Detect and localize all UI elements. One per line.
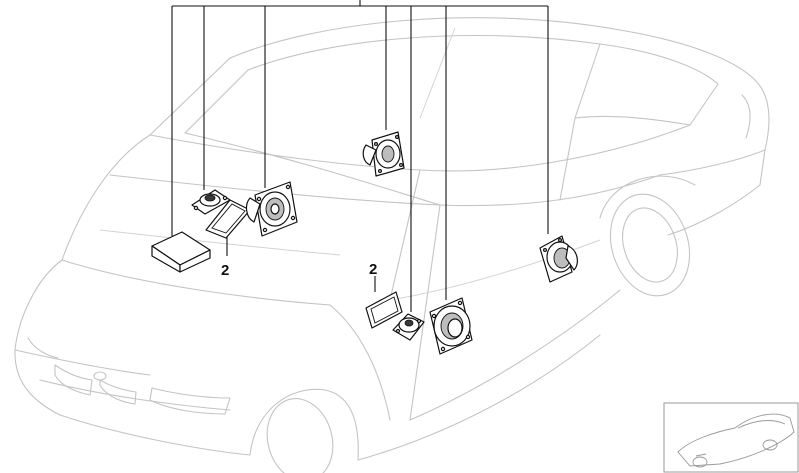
callout-gasket-front: 2	[221, 262, 229, 279]
leader-lines	[171, 0, 549, 312]
callout-gasket-rear: 2	[369, 261, 377, 278]
rear-shelf-speaker-icon[interactable]	[539, 235, 578, 283]
car-overview-icon[interactable]	[663, 402, 799, 473]
tweeter-speaker-icon[interactable]	[191, 189, 231, 215]
midrange-speaker-square-icon[interactable]	[245, 181, 298, 237]
rear-door-gasket-icon[interactable]	[365, 291, 403, 329]
rear-tweeter-icon[interactable]	[392, 313, 425, 341]
amplifier-module-icon[interactable]	[151, 231, 211, 273]
dashboard-tweeter-icon[interactable]	[362, 131, 405, 177]
rear-door-speaker-icon[interactable]	[429, 297, 473, 355]
car-outline	[14, 17, 770, 473]
